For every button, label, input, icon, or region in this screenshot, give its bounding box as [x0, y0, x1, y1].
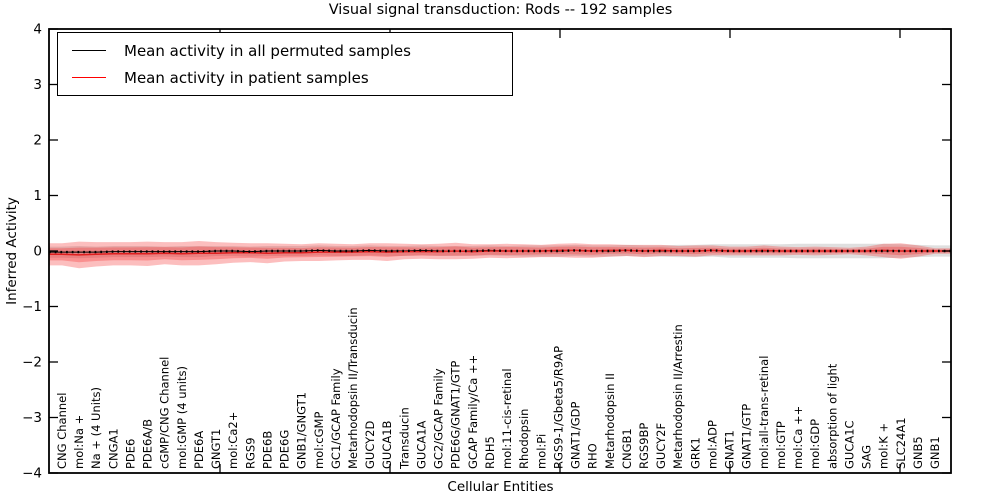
x-category-label: SLC24A1	[894, 417, 908, 469]
x-category-label: SAG	[860, 445, 874, 469]
x-category-label: mol:GTP	[774, 421, 788, 469]
y-tick-label: −3	[22, 410, 42, 426]
x-category-label: GNB1/GNGT1	[295, 392, 309, 469]
x-category-label: mol:GDP	[808, 419, 822, 469]
legend-label-patient: Mean activity in patient samples	[124, 68, 369, 87]
x-category-label: RGS9	[243, 437, 257, 469]
x-category-label: mol:cGMP	[312, 412, 326, 469]
legend-line-patient-icon	[72, 77, 106, 78]
x-category-label: Metarhodopsin II/Transducin	[346, 307, 360, 469]
x-category-label: RHO	[586, 443, 600, 469]
x-category-label: GUCA1C	[842, 420, 856, 469]
x-category-label: GC2/GCAP Family	[432, 368, 446, 469]
x-category-label: GUCY2D	[363, 421, 377, 469]
y-tick-label: −4	[22, 466, 42, 482]
x-category-label: GCAP Family/Ca ++	[466, 355, 480, 469]
x-category-label: GRK1	[688, 437, 702, 469]
x-category-label: cGMP/CNG Channel	[158, 357, 172, 469]
y-tick-label: 4	[33, 22, 42, 38]
x-category-label: GNAT1	[723, 430, 737, 469]
x-category-label: CNGA1	[106, 428, 120, 469]
legend-item-permuted: Mean activity in all permuted samples	[72, 39, 512, 63]
x-category-label: GNB5	[911, 436, 925, 469]
x-category-label: PDE6	[124, 439, 138, 469]
x-category-label: RGS9-1/Gbeta5/R9AP	[551, 346, 565, 469]
legend-label-permuted: Mean activity in all permuted samples	[124, 41, 411, 60]
x-category-label: RGS9BP	[637, 423, 651, 469]
x-category-label: Metarhodopsin II	[603, 373, 617, 469]
x-category-label: GC1/GCAP Family	[329, 368, 343, 469]
x-category-label: GUCA1B	[380, 420, 394, 469]
x-category-label: mol:Ca ++	[791, 406, 805, 469]
x-category-label: mol:K +	[877, 423, 891, 469]
x-category-label: mol:Na +	[72, 415, 86, 469]
y-tick-label: 3	[33, 77, 42, 93]
y-tick-label: −2	[22, 355, 42, 371]
x-category-label: mol:ADP	[706, 420, 720, 469]
x-category-label: Na + (4 Units)	[89, 387, 103, 469]
x-category-label: GNAT1/GTP	[740, 404, 754, 469]
x-category-label: PDE6G/GNAT1/GTP	[449, 361, 463, 469]
x-category-label: mol:Pi	[534, 434, 548, 469]
y-tick-label: 1	[33, 188, 42, 204]
chart-title: Visual signal transduction: Rods -- 192 …	[328, 2, 673, 18]
x-category-label: PDE6G	[278, 430, 292, 469]
patient-mean-line	[49, 249, 951, 256]
x-category-label: mol:11-cis-retinal	[500, 368, 514, 469]
x-category-label: mol:Ca2+	[226, 412, 240, 469]
x-category-label: Metarhodopsin II/Arrestin	[671, 324, 685, 469]
legend: Mean activity in all permuted samples Me…	[57, 32, 513, 96]
x-category-label: CNG Channel	[55, 393, 69, 469]
x-category-label: GNB1	[928, 436, 942, 469]
x-category-label: PDE6A/B	[141, 419, 155, 469]
x-category-label: absorption of light	[825, 363, 839, 469]
legend-line-permuted-icon	[72, 50, 106, 51]
x-category-label: mol:all-trans-retinal	[757, 356, 771, 469]
y-tick-label: 2	[33, 133, 42, 149]
x-category-label: PDE6A	[192, 431, 206, 469]
x-category-label: GUCA1A	[415, 420, 429, 469]
x-category-label: PDE6B	[260, 431, 274, 469]
x-category-label: RDH5	[483, 436, 497, 469]
x-category-label: CNGB1	[620, 428, 634, 469]
x-category-label: GNAT1/GDP	[569, 402, 583, 469]
legend-item-patient: Mean activity in patient samples	[72, 66, 512, 90]
y-tick-label: −1	[22, 299, 42, 315]
x-category-label: GNGT1	[209, 429, 223, 469]
x-category-label: Rhodopsin	[517, 409, 531, 469]
patient-std-band-outer	[49, 241, 951, 269]
x-category-label: Transducin	[397, 407, 411, 470]
x-category-label: GUCY2F	[654, 423, 668, 469]
y-tick-label: 0	[33, 244, 42, 260]
x-category-label: mol:GMP (4 units)	[175, 366, 189, 469]
x-axis-label: Cellular Entities	[447, 479, 554, 495]
